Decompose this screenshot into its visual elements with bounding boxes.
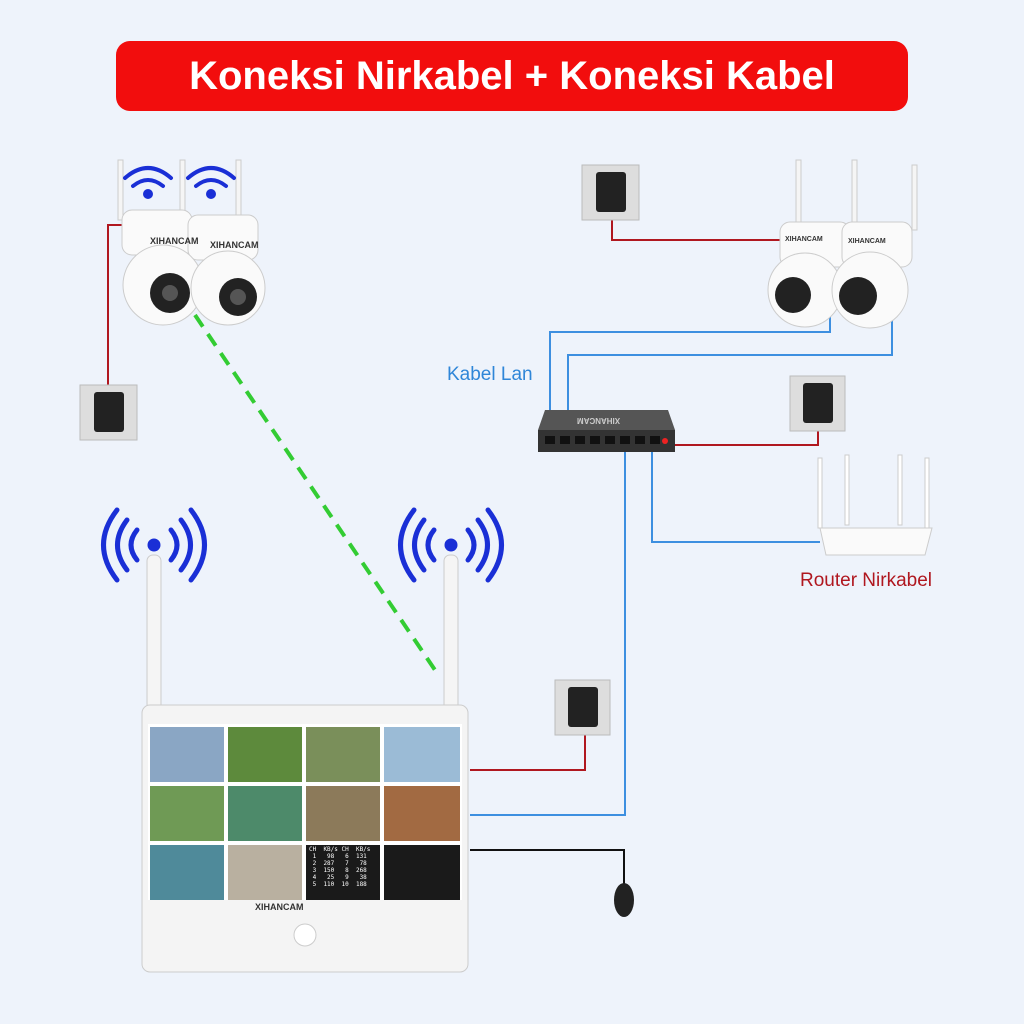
camera-brand: XIHANCAM bbox=[150, 236, 199, 246]
lan-cable-router bbox=[651, 450, 820, 543]
lan-cable-camera-2 bbox=[567, 315, 893, 430]
antenna-left bbox=[146, 554, 162, 711]
router-label: Router Nirkabel bbox=[800, 570, 932, 591]
stats-row: 2 287 7 78 bbox=[309, 860, 367, 867]
camera-brand: XIHANCAM bbox=[848, 238, 886, 245]
wifi-signal-icon bbox=[101, 507, 504, 583]
stats-row: 4 25 9 38 bbox=[309, 874, 367, 881]
antenna-right bbox=[443, 554, 459, 711]
camera-feed-thumbnails bbox=[150, 727, 460, 900]
power-cable-switch bbox=[672, 425, 819, 446]
wireless-cameras-icon bbox=[117, 159, 266, 326]
lan-cable-nvr bbox=[470, 450, 626, 816]
camera-brand: XIHANCAM bbox=[210, 240, 259, 250]
wifi-link bbox=[193, 313, 437, 672]
power-adapter-icon bbox=[79, 164, 846, 736]
page-title: Koneksi Nirkabel + Koneksi Kabel bbox=[116, 41, 908, 111]
camera-brand: XIHANCAM bbox=[785, 236, 823, 243]
stats-row: 5 110 10 188 bbox=[309, 881, 367, 888]
power-cable-nvr bbox=[470, 735, 586, 771]
power-cables bbox=[107, 215, 819, 771]
power-cable-right-cameras bbox=[611, 215, 790, 241]
nvr-brand: XIHANCAM bbox=[255, 902, 304, 912]
wireless-router-icon bbox=[817, 454, 933, 556]
stats-row: 1 98 6 131 bbox=[309, 853, 367, 860]
wired-cameras-icon bbox=[767, 159, 918, 329]
stats-header: CH KB/s CH KB/s bbox=[309, 846, 371, 853]
network-switch-icon bbox=[538, 410, 675, 452]
nvr-bitrate-table: CH KB/s CH KB/s 1 98 6 131 2 287 7 78 3 … bbox=[309, 846, 370, 888]
mouse-cable bbox=[470, 849, 625, 885]
power-cable-left-cameras bbox=[107, 224, 125, 390]
nvr-monitor-icon bbox=[141, 704, 469, 973]
stats-row: 3 150 8 268 bbox=[309, 867, 367, 874]
switch-brand: XIHANCAM bbox=[577, 416, 621, 425]
lan-cable-label: Kabel Lan bbox=[447, 364, 533, 385]
wifi-icon bbox=[123, 166, 236, 199]
mouse-icon bbox=[614, 883, 634, 917]
